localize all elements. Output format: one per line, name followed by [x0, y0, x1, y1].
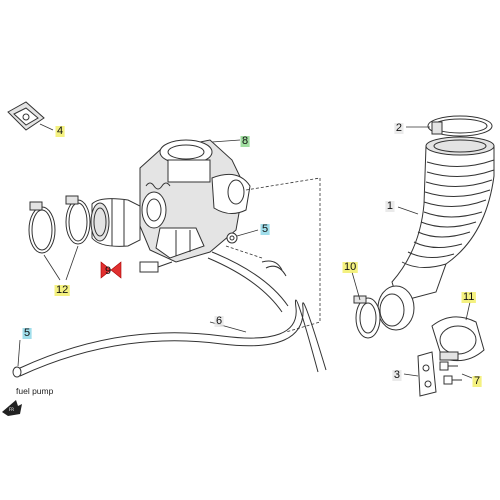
part-12-clamps [28, 195, 91, 281]
callout-4-highlight [55, 126, 65, 137]
callout-3[interactable]: 3 [394, 369, 400, 381]
callout-11[interactable]: 11 [463, 291, 474, 303]
callout-5-upper-highlight [260, 224, 270, 235]
part-8-carburetor [139, 139, 251, 273]
callout-6[interactable]: 6 [216, 315, 222, 327]
callout-4[interactable]: 4 [57, 125, 63, 137]
part-7-bolts [439, 361, 473, 385]
callout-2[interactable]: 2 [396, 122, 402, 134]
reference-lines [225, 177, 321, 333]
callout-8[interactable]: 8 [242, 135, 248, 147]
callout-5-lower-highlight [22, 328, 32, 339]
callout-7-highlight [472, 376, 482, 387]
front-arrow-icon: FR [2, 400, 22, 416]
part-11-clamp [431, 301, 485, 362]
callout-1[interactable]: 1 [387, 200, 393, 212]
callout-12-highlight [54, 285, 70, 296]
callout-6-highlight [214, 316, 224, 327]
callout-12[interactable]: 12 [56, 284, 68, 296]
callouts: 1 2 3 4 5 5 6 7 8 9 10 11 12 fuel pump [16, 122, 482, 396]
part-10-clamp [351, 271, 381, 339]
part-5-fitting-upper [226, 229, 259, 244]
part-2-clamp [406, 115, 493, 137]
callout-1-highlight [385, 201, 395, 212]
part-1-air-duct [377, 136, 495, 331]
callout-5-upper[interactable]: 5 [262, 223, 268, 235]
callout-7[interactable]: 7 [474, 375, 480, 387]
callout-2-highlight [394, 123, 404, 134]
callout-8-highlight [240, 136, 250, 147]
callout-10-highlight [342, 262, 358, 273]
callout-9[interactable]: 9 [105, 265, 111, 277]
part-6-hose [12, 251, 327, 378]
part-4-clip [7, 101, 54, 131]
part-3-bracket [403, 351, 437, 397]
svg-text:FR: FR [9, 407, 14, 412]
callout-10[interactable]: 10 [344, 261, 356, 273]
callout-11-highlight [461, 292, 476, 303]
part-9-marker-icon [100, 261, 122, 279]
intake-boot [90, 198, 141, 247]
callout-5-lower[interactable]: 5 [24, 327, 30, 339]
callout-3-highlight [392, 370, 402, 381]
fuel-pump-label: fuel pump [16, 386, 54, 396]
part-5-leader-lower [17, 339, 21, 367]
